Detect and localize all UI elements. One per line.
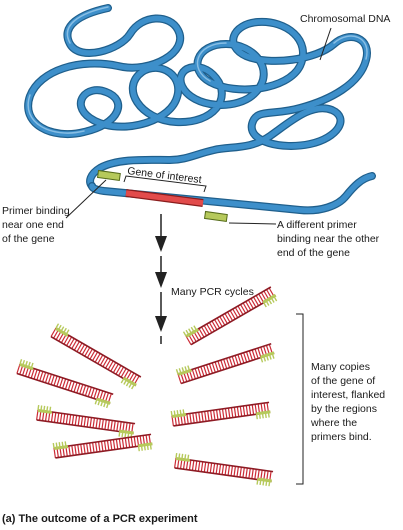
dna-copy xyxy=(16,359,114,409)
gene-bracket xyxy=(123,175,207,193)
dna-copy xyxy=(36,404,136,439)
copies-label-line1: Many copies xyxy=(311,361,370,373)
dna-copy xyxy=(174,452,274,487)
left-primer-label-line1: Primer binding xyxy=(2,205,70,217)
dna-copy xyxy=(50,323,142,390)
gene-of-interest-label: Gene of interest xyxy=(127,165,203,186)
dna-copy xyxy=(175,342,275,385)
left-primer-label-line2: near one end xyxy=(2,219,64,231)
dna-copies xyxy=(16,286,278,487)
caption-prefix: (a) xyxy=(2,513,16,525)
left-primer xyxy=(96,169,121,182)
figure-caption: (a)The outcome of a PCR experiment xyxy=(2,513,198,525)
chromosomal-dna-leader xyxy=(319,27,332,61)
pcr-cycles-label: Many PCR cycles xyxy=(171,286,254,298)
dna-copy xyxy=(182,286,278,346)
left-primer-leader xyxy=(65,179,107,219)
caption-text: The outcome of a PCR experiment xyxy=(18,513,197,525)
copies-label-line5: where the xyxy=(310,417,357,429)
chromosomal-dna-strand xyxy=(24,4,376,215)
dna-copy xyxy=(52,433,153,459)
right-primer-label-line3: end of the gene xyxy=(277,247,350,259)
copies-label-line4: by the regions xyxy=(311,403,377,415)
pcr-arrows xyxy=(155,214,167,344)
right-primer-leader xyxy=(228,222,277,225)
left-primer-label-line3: of the gene xyxy=(2,233,55,245)
right-primer-label-line1: A different primer xyxy=(277,219,357,231)
chromosomal-dna-label: Chromosomal DNA xyxy=(300,13,390,25)
copies-label-line6: primers bind. xyxy=(311,431,372,443)
copies-bracket xyxy=(296,313,304,485)
copies-label-line2: of the gene of xyxy=(311,375,375,387)
right-primer-label-line2: binding near the other xyxy=(277,233,380,245)
copies-label-line3: interest, flanked xyxy=(311,389,385,401)
dna-copy xyxy=(170,401,271,427)
right-primer xyxy=(203,210,228,223)
